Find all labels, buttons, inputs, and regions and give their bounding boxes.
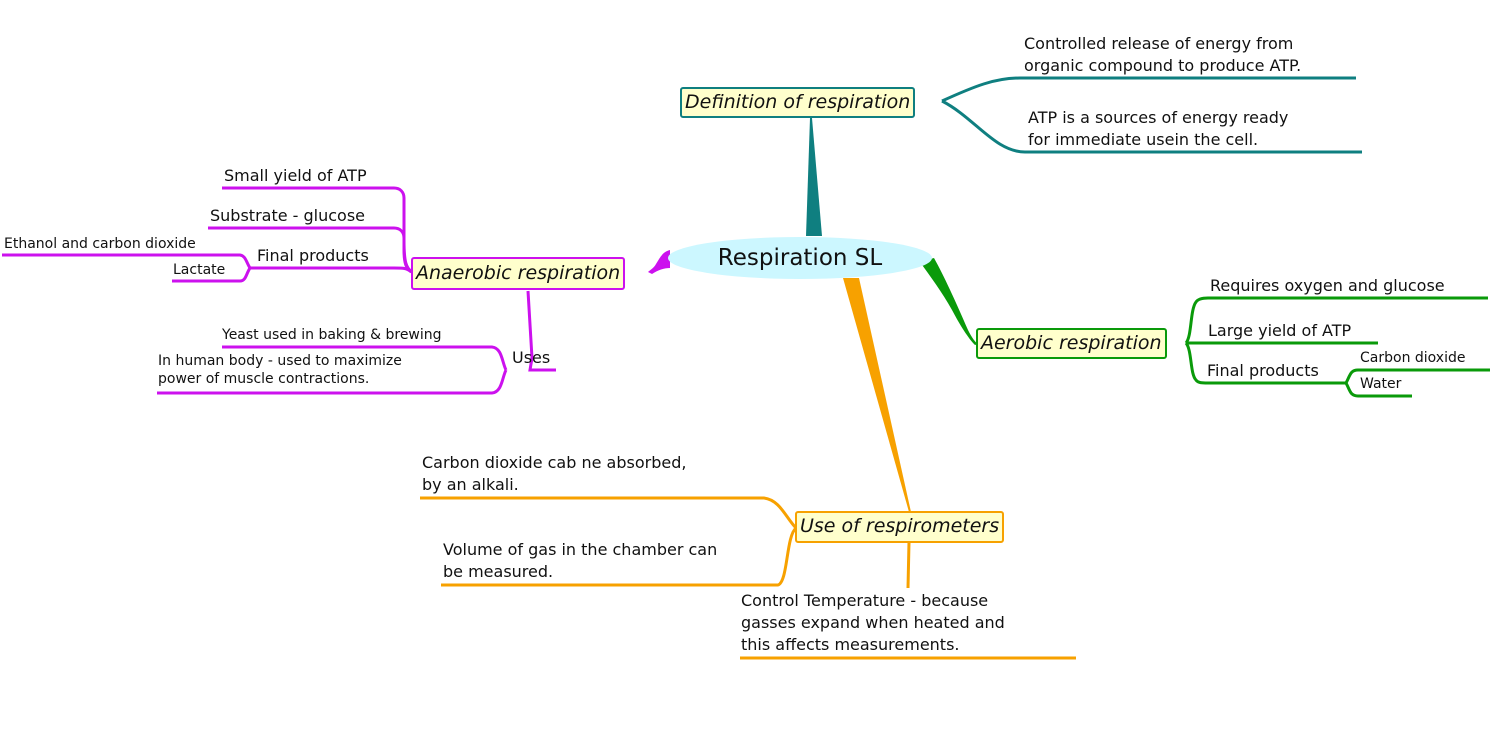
anaerobic-final-lactate[interactable]: Lactate	[173, 262, 226, 278]
node-aerobic[interactable]: Aerobic respiration	[976, 328, 1167, 359]
branch-aerobic	[920, 258, 978, 345]
uses-human-body[interactable]: In human body - used to maximize power o…	[158, 352, 402, 388]
connector-final-lactate	[172, 267, 252, 283]
respirometers-item-co2-line1: Carbon dioxide cab ne absorbed,	[422, 453, 687, 472]
definition-item-2-line1: ATP is a sources of energy ready	[1028, 108, 1289, 127]
node-definition[interactable]: Definition of respiration	[680, 87, 916, 118]
connector-resp-co2	[420, 496, 798, 530]
uses-yeast[interactable]: Yeast used in baking & brewing	[222, 327, 442, 343]
aerobic-item-large-yield[interactable]: Large yield of ATP	[1208, 321, 1352, 340]
connector-definition-1	[941, 76, 1356, 103]
aerobic-item-final-products[interactable]: Final products	[1207, 361, 1319, 380]
definition-item-1-line1: Controlled release of energy from	[1024, 34, 1294, 53]
root-node[interactable]: Respiration SL	[668, 237, 932, 279]
respirometers-item-co2-line2: by an alkali.	[422, 475, 519, 494]
connector-final-water	[1344, 382, 1412, 398]
anaerobic-item-substrate[interactable]: Substrate - glucose	[210, 206, 366, 225]
definition-item-1[interactable]: Controlled release of energy from organi…	[1024, 33, 1301, 77]
branch-respirometers	[843, 278, 911, 512]
respirometers-item-control-line1: Control Temperature - because	[741, 591, 989, 610]
aerobic-final-water[interactable]: Water	[1360, 376, 1402, 392]
anaerobic-item-small-yield[interactable]: Small yield of ATP	[224, 166, 367, 185]
aerobic-item-requires[interactable]: Requires oxygen and glucose	[1210, 276, 1445, 295]
connector-aerobic-requires	[1184, 296, 1488, 344]
anaerobic-item-final-products[interactable]: Final products	[257, 246, 369, 265]
node-respirometers-label: Use of respirometers	[800, 515, 1000, 537]
node-anaerobic[interactable]: Anaerobic respiration	[411, 257, 626, 290]
root-node-label: Respiration SL	[717, 245, 883, 271]
branch-anaerobic	[648, 250, 670, 274]
anaerobic-uses[interactable]: Uses	[512, 348, 551, 367]
connector-aerobic-final	[1184, 342, 1346, 385]
node-definition-label: Definition of respiration	[685, 91, 911, 113]
connector-anaerobic-final	[250, 266, 413, 274]
respirometers-item-control-line2: gasses expand when heated and	[741, 613, 1005, 632]
node-respirometers[interactable]: Use of respirometers	[795, 511, 1005, 543]
respirometers-item-control[interactable]: Control Temperature - because gasses exp…	[741, 590, 1005, 656]
definition-item-1-line2: organic compound to produce ATP.	[1024, 56, 1302, 75]
uses-human-body-line2: power of muscle contractions.	[158, 371, 370, 387]
definition-item-2[interactable]: ATP is a sources of energy ready for imm…	[1028, 107, 1288, 151]
node-anaerobic-label: Anaerobic respiration	[416, 262, 621, 284]
connector-uses-human	[157, 369, 508, 395]
connector-anaerobic-uses	[526, 290, 556, 372]
respirometers-item-control-line3: this affects measurements.	[741, 635, 960, 654]
uses-human-body-line1: In human body - used to maximize	[158, 353, 402, 369]
respirometers-item-co2[interactable]: Carbon dioxide cab ne absorbed, by an al…	[422, 452, 686, 496]
connector-definition-2	[941, 99, 1362, 154]
aerobic-final-co2[interactable]: Carbon dioxide	[1360, 350, 1466, 366]
node-aerobic-label: Aerobic respiration	[981, 332, 1162, 354]
respirometers-item-volume[interactable]: Volume of gas in the chamber can be meas…	[443, 539, 717, 583]
anaerobic-final-ethanol[interactable]: Ethanol and carbon dioxide	[4, 236, 196, 252]
connector-resp-control	[906, 541, 911, 589]
connector-final-ethanol	[2, 253, 252, 269]
connector-uses-yeast	[222, 345, 508, 371]
connector-final-co2	[1344, 368, 1490, 384]
branch-definition	[806, 118, 822, 236]
connector-resp-volume	[441, 526, 798, 587]
respirometers-item-volume-line1: Volume of gas in the chamber can	[443, 540, 718, 559]
respirometers-item-volume-line2: be measured.	[443, 562, 554, 581]
definition-item-2-line2: for immediate usein the cell.	[1028, 130, 1259, 149]
